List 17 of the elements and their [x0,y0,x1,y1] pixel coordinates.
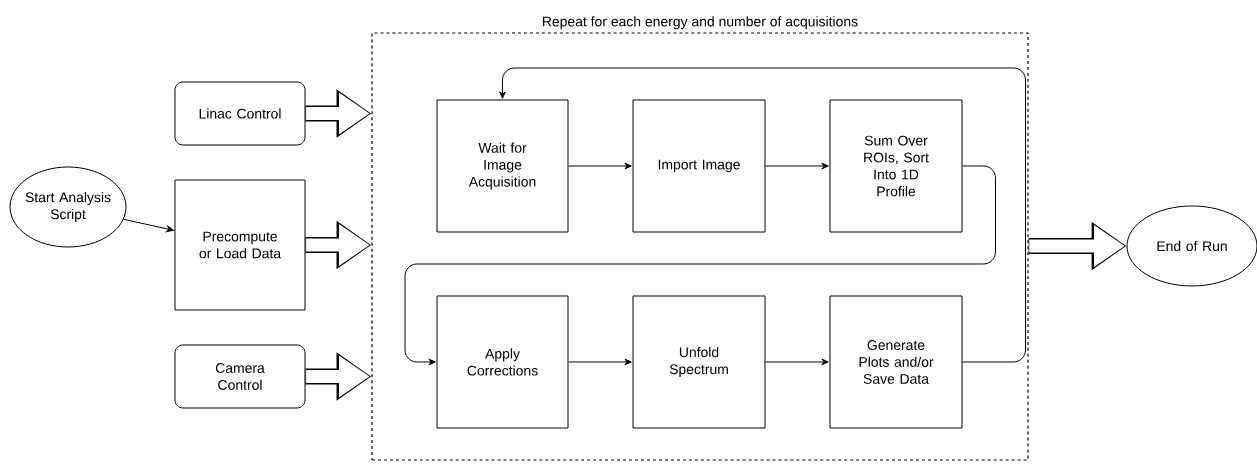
arrow [404,165,996,366]
process-box: Sum Over ROIs, Sort Into 1D Profile [829,99,963,233]
rounded-box: Linac Control [174,81,306,146]
arrow [499,67,1026,363]
arrow [568,162,632,170]
process-box: Unfold Spectrum [632,295,766,429]
process-box: Import Image [632,99,766,233]
node-label: Repeat for each energy and number of acquisitions [542,16,858,30]
arrow [568,358,632,366]
rounded-box: Camera Control [174,344,306,409]
arrow [123,218,174,233]
arrow [765,162,829,170]
arrow [765,358,829,366]
process-box: Wait for Image Acquisition [436,99,569,233]
process-box: Apply Corrections [436,295,569,429]
process-box: Generate Plots and/or Save Data [829,295,963,429]
process-box: Precompute or Load Data [174,179,306,311]
